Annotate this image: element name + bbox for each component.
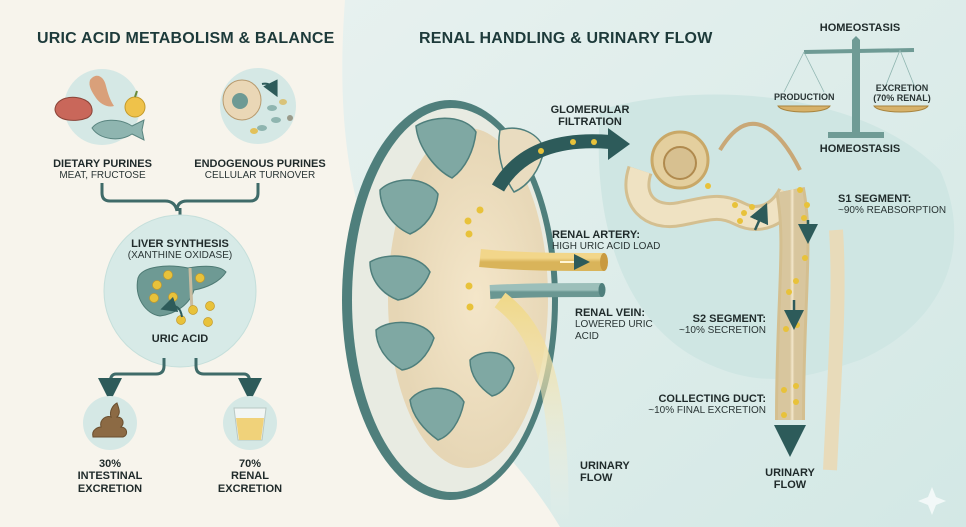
renal-artery-subtitle: HIGH URIC ACID LOAD — [552, 241, 661, 253]
excretion-line1: EXCRETION — [875, 83, 929, 93]
glomerular-line2: FILTRATION — [558, 116, 622, 129]
urinary-flow-left-line1: URINARY — [580, 460, 630, 472]
s2-subtitle: ~10% SECRETION — [679, 325, 766, 337]
intestinal-line1: INTESTINAL — [77, 470, 143, 483]
homeostasis-bottom-text: HOMEOSTASIS — [819, 143, 901, 155]
dietary-purines-title: DIETARY PURINES — [53, 158, 152, 170]
s2-segment-label: S2 SEGMENT: ~10% SECRETION — [670, 313, 766, 337]
homeostasis-bottom-label: HOMEOSTASIS — [805, 143, 915, 155]
urinary-flow-right-label: URINARY FLOW — [755, 467, 825, 492]
collecting-title: COLLECTING DUCT: — [658, 393, 766, 405]
excretion-line2: (70% RENAL) — [873, 93, 931, 104]
homeostasis-top-text: HOMEOSTASIS — [819, 22, 901, 34]
synthesis-arrow — [160, 296, 183, 318]
production-pan-label: PRODUCTION — [774, 92, 835, 102]
s1-title: S1 SEGMENT: — [838, 193, 912, 205]
left-panel-title: URIC ACID METABOLISM & BALANCE — [37, 30, 335, 47]
endogenous-purines-subtitle: CELLULAR TURNOVER — [204, 170, 316, 182]
renal-vein-label: RENAL VEIN: LOWERED URIC ACID — [575, 307, 653, 342]
urine-cup-icon — [223, 396, 277, 450]
renal-vein — [489, 283, 603, 299]
uric-acid-label: URIC ACID — [140, 333, 220, 345]
nephron-illustration — [624, 121, 845, 471]
kidney-illustration — [342, 100, 558, 500]
stool-icon — [83, 396, 137, 450]
urinary-flow-right-line1: URINARY — [765, 467, 815, 479]
urinary-flow-right-line2: FLOW — [773, 479, 807, 492]
merge-connector — [100, 183, 260, 212]
renal-line2: EXCRETION — [217, 482, 283, 495]
renal-percent: 70% — [238, 458, 262, 470]
collecting-subtitle: ~10% FINAL EXCRETION — [648, 405, 766, 417]
renal-excretion-label: 70% RENAL EXCRETION — [210, 458, 290, 495]
renal-artery — [479, 249, 605, 271]
dietary-purines-label: DIETARY PURINES MEAT, FRUCTOSE — [40, 158, 165, 182]
sparkle-icon — [918, 487, 946, 515]
right-panel-title: RENAL HANDLING & URINARY FLOW — [419, 30, 713, 47]
intestinal-line2: EXCRETION — [77, 482, 143, 495]
ureter — [494, 292, 569, 527]
s2-title: S2 SEGMENT: — [692, 313, 766, 325]
s1-segment-label: S1 SEGMENT: ~90% REABSORPTION — [838, 193, 946, 217]
food-icon — [54, 69, 146, 145]
balance-scale-icon — [777, 36, 929, 138]
endogenous-purines-title: ENDOGENOUS PURINES — [194, 158, 326, 170]
renal-vein-subtitle-1: LOWERED URIC — [575, 319, 653, 331]
uric-acid-text: URIC ACID — [151, 333, 209, 345]
intestinal-excretion-label: 30% INTESTINAL EXCRETION — [70, 458, 150, 495]
excretion-pan-label: EXCRETION (70% RENAL) — [872, 83, 932, 103]
liver-synthesis-label: LIVER SYNTHESIS (XANTHINE OXIDASE) — [115, 238, 245, 262]
dietary-purines-subtitle: MEAT, FRUCTOSE — [59, 170, 146, 182]
renal-vein-subtitle-2: ACID — [575, 330, 599, 342]
glomerular-filtration-label: GLOMERULAR FILTRATION — [548, 104, 632, 129]
liver-synthesis-title: LIVER SYNTHESIS — [131, 238, 229, 250]
production-text: PRODUCTION — [774, 92, 835, 102]
intestinal-percent: 30% — [98, 458, 122, 470]
endogenous-purines-label: ENDOGENOUS PURINES CELLULAR TURNOVER — [190, 158, 330, 182]
renal-vein-title: RENAL VEIN: — [575, 307, 646, 319]
homeostasis-top-label: HOMEOSTASIS — [805, 22, 915, 34]
intestinal-arrow — [98, 358, 166, 402]
renal-arrow — [194, 358, 262, 402]
collecting-duct-label: COLLECTING DUCT: ~10% FINAL EXCRETION — [640, 393, 766, 417]
liver-synthesis-subtitle: (XANTHINE OXIDASE) — [127, 250, 233, 262]
urinary-flow-left-line2: FLOW — [580, 472, 613, 485]
renal-line1: RENAL — [231, 470, 269, 483]
glomerular-line1: GLOMERULAR — [550, 104, 630, 116]
renal-artery-title: RENAL ARTERY: — [552, 229, 640, 241]
urinary-flow-left-label: URINARY FLOW — [580, 460, 630, 485]
cell-icon — [220, 68, 296, 144]
renal-artery-label: RENAL ARTERY: HIGH URIC ACID LOAD — [552, 229, 660, 253]
s1-subtitle: ~90% REABSORPTION — [838, 205, 947, 217]
